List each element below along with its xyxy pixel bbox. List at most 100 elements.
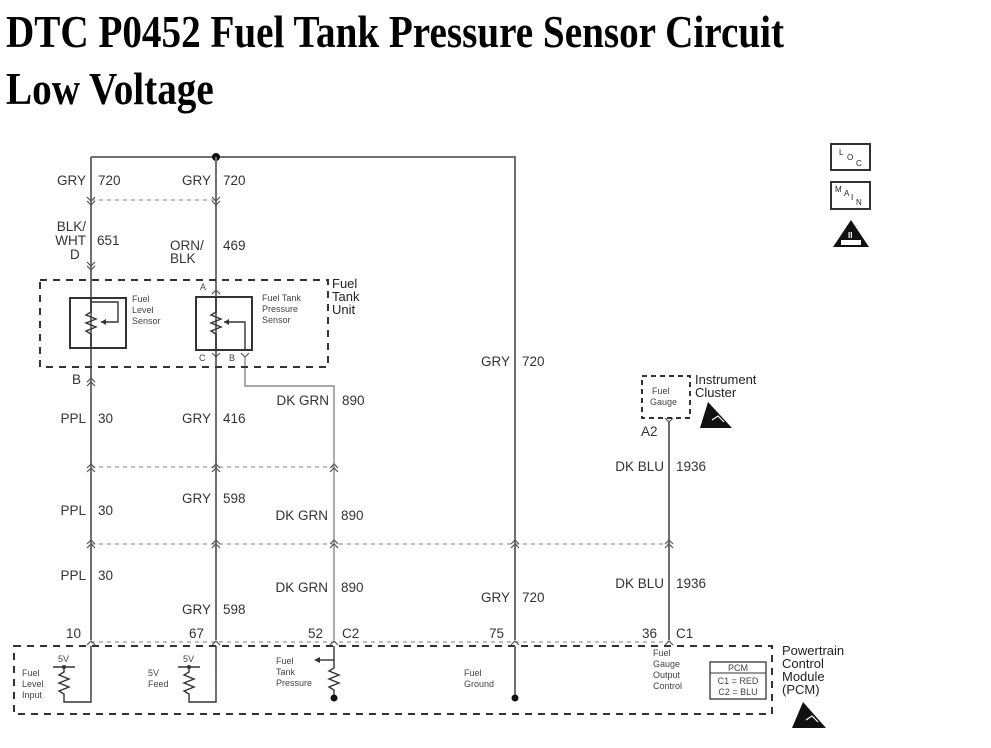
pcm-fuel-level-input-label-1: Fuel — [22, 668, 40, 678]
wire-label-circuit: 720 — [522, 590, 545, 605]
pcm-fuel-gauge-output-label-1: Fuel — [653, 648, 671, 658]
fuel-tank-pressure-sensor — [195, 296, 253, 351]
pcm-fuel-tank-pressure-label-3: Pressure — [276, 678, 312, 688]
fuel-tank-unit-label-1: Fuel — [332, 276, 357, 291]
obd2-icon: II — [833, 220, 869, 247]
wire-label-color: PPL — [60, 568, 86, 583]
wire-label-color: BLK — [170, 251, 196, 266]
instrument-cluster-label-2: Cluster — [695, 385, 737, 400]
pcm-fuel-tank-pressure-circuit — [314, 646, 341, 702]
pin-b-right: B — [229, 353, 235, 363]
fuel-level-sensor-label-1: Fuel — [132, 294, 150, 304]
pin-pcm-36: 36 — [642, 626, 657, 641]
wire-label-circuit: 720 — [98, 173, 121, 188]
instrument-cluster-label-1: Instrument — [695, 372, 757, 387]
wire-label-circuit: 890 — [342, 393, 365, 408]
wire-label-circuit: 416 — [223, 411, 246, 426]
fuel-gauge-label-1: Fuel — [652, 386, 670, 396]
wire-label-circuit: 30 — [98, 568, 113, 583]
wire-label-color: GRY — [182, 602, 211, 617]
pin-pcm-10: 10 — [66, 626, 81, 641]
wire-label-circuit: 598 — [223, 602, 246, 617]
wire-label-color: DK GRN — [276, 393, 329, 408]
wire-label-color: GRY — [481, 354, 510, 369]
pcm-connector-table — [709, 661, 767, 700]
wire-label-circuit: 598 — [223, 491, 246, 506]
wire-label-color: PPL — [60, 503, 86, 518]
pin-b-left: B — [72, 372, 81, 387]
pcm-fuel-ground-circuit — [511, 646, 519, 702]
wire-label-color: DK GRN — [275, 580, 328, 595]
wire-label-circuit: 890 — [341, 580, 364, 595]
pcm-module-label-2: Control — [782, 656, 824, 671]
wire-dkgrn — [244, 358, 335, 640]
wire-label-color: BLK/ — [57, 219, 87, 234]
wire-top-bus — [91, 156, 516, 640]
svg-text:N: N — [856, 198, 862, 207]
pcm-box — [13, 645, 773, 715]
wire-label-color: DK BLU — [615, 576, 664, 591]
pressure-sensor-label-3: Sensor — [262, 315, 291, 325]
pin-pcm-c2: C2 — [342, 626, 359, 641]
svg-text:L: L — [839, 148, 844, 157]
supply-5v-b: 5V — [183, 654, 194, 664]
pin-pcm-c1: C1 — [676, 626, 693, 641]
pcm-fuel-tank-pressure-label-1: Fuel — [276, 656, 294, 666]
wire-label-circuit: 469 — [223, 238, 246, 253]
pin-pcm-52: 52 — [308, 626, 323, 641]
wire-label-circuit: 30 — [98, 503, 113, 518]
title-line-2: Low Voltage — [6, 64, 214, 114]
svg-text:C: C — [856, 159, 862, 168]
pcm-fuel-level-input-circuit — [53, 646, 92, 703]
pcm-table-row: C1 = RED — [718, 676, 759, 686]
pcm-fuel-gauge-output-label-4: Control — [653, 681, 682, 691]
pin-pcm-67: 67 — [189, 626, 204, 641]
wire-label-circuit: 890 — [341, 508, 364, 523]
pcm-5v-feed-label-1: 5V — [148, 668, 159, 678]
svg-text:A: A — [844, 189, 850, 198]
page-title: DTC P0452 Fuel Tank Pressure Sensor Circ… — [6, 4, 863, 118]
fuel-gauge-label-2: Gauge — [650, 397, 677, 407]
pin-a: A — [200, 282, 206, 292]
connector-chevrons — [86, 196, 674, 646]
esd-sensitive-icon — [792, 702, 826, 728]
pin-d: D — [70, 247, 80, 262]
wire-label-circuit: 30 — [98, 411, 113, 426]
pcm-module-label-3: Module — [782, 669, 825, 684]
wire-label-color: WHT — [55, 233, 86, 248]
wire-label-color: ORN/ — [170, 238, 204, 253]
svg-text:I: I — [851, 193, 853, 202]
pressure-sensor-label-2: Pressure — [262, 304, 298, 314]
pin-c: C — [199, 353, 206, 363]
wire-label-color: DK BLU — [615, 459, 664, 474]
pcm-fuel-gauge-output-label-3: Output — [653, 670, 681, 680]
pin-a2: A2 — [641, 424, 658, 439]
wire-label-circuit: 651 — [97, 233, 120, 248]
svg-text:M: M — [835, 185, 842, 194]
wire-label-circuit: 1936 — [676, 576, 706, 591]
fuel-level-sensor — [69, 297, 127, 349]
wires — [90, 153, 670, 640]
svg-text:II: II — [848, 231, 852, 240]
fuel-level-sensor-label-3: Sensor — [132, 316, 161, 326]
fuel-tank-unit-box — [39, 279, 329, 368]
pcm-fuel-level-input-label-3: Input — [22, 690, 43, 700]
pcm-5v-feed-label-2: Feed — [148, 679, 169, 689]
pcm-fuel-ground-label-1: Fuel — [464, 668, 482, 678]
wire-label-circuit: 720 — [522, 354, 545, 369]
fuel-tank-unit-label-2: Tank — [332, 289, 360, 304]
svg-text:O: O — [847, 153, 853, 162]
wire-label-circuit: 720 — [223, 173, 246, 188]
pcm-fuel-level-input-label-2: Level — [22, 679, 44, 689]
pressure-sensor-label-1: Fuel Tank — [262, 293, 301, 303]
wire-label-color: GRY — [182, 173, 211, 188]
pin-pcm-75: 75 — [489, 626, 504, 641]
wire-labels: GRY 720 GRY 720 BLK/ WHT 651 ORN/ BLK 46… — [55, 173, 706, 617]
main-icon: M A I N — [830, 181, 871, 210]
pcm-module-label-1: Powertrain — [782, 643, 844, 658]
esd-sensitive-icon — [700, 402, 732, 428]
pcm-table-row: C2 = BLU — [718, 687, 757, 697]
wire-label-color: GRY — [57, 173, 86, 188]
title-line-1: DTC P0452 Fuel Tank Pressure Sensor Circ… — [6, 7, 785, 57]
